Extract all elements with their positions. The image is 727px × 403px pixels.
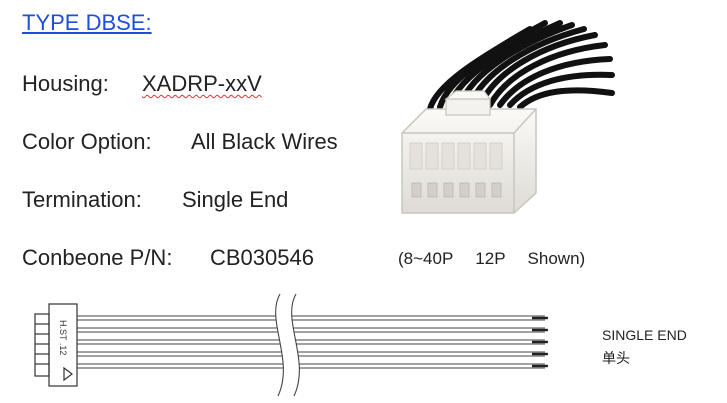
drawing-connector	[34, 303, 78, 387]
drawing-connector-text: H.ST .12	[58, 320, 68, 355]
cable-drawing: H.ST .12	[34, 293, 548, 397]
part-number-label: Conbeone P/N:	[22, 245, 173, 270]
housing-body	[401, 90, 537, 214]
connector-photo	[401, 20, 615, 214]
pin-shown: Shown)	[527, 249, 586, 268]
color-option-value: All Black Wires	[191, 129, 338, 154]
page-title[interactable]: TYPE DBSE:	[22, 10, 152, 35]
drawing-wire-ends	[532, 316, 548, 368]
termination-label: Termination:	[22, 187, 142, 212]
housing-row: Housing: XADRP-xxV	[22, 71, 262, 97]
pin-count: 12P	[475, 249, 506, 268]
pin-range: (8~40P	[398, 249, 454, 268]
single-end-label-cn: 单头	[602, 350, 630, 366]
housing-value: XADRP-xxV	[142, 71, 262, 96]
drawing-break-symbol	[275, 293, 300, 397]
termination-value: Single End	[182, 187, 289, 212]
single-end-label: SINGLE END	[602, 327, 687, 343]
color-option-row: Color Option: All Black Wires	[22, 129, 338, 155]
part-number-value: CB030546	[210, 245, 314, 270]
housing-label: Housing:	[22, 71, 109, 96]
termination-row: Termination: Single End	[22, 187, 288, 213]
color-option-label: Color Option:	[22, 129, 152, 154]
pin-count-note: (8~40P 12P Shown)	[398, 249, 607, 269]
drawing-wires	[77, 315, 545, 369]
part-number-row: Conbeone P/N: CB030546	[22, 245, 314, 271]
